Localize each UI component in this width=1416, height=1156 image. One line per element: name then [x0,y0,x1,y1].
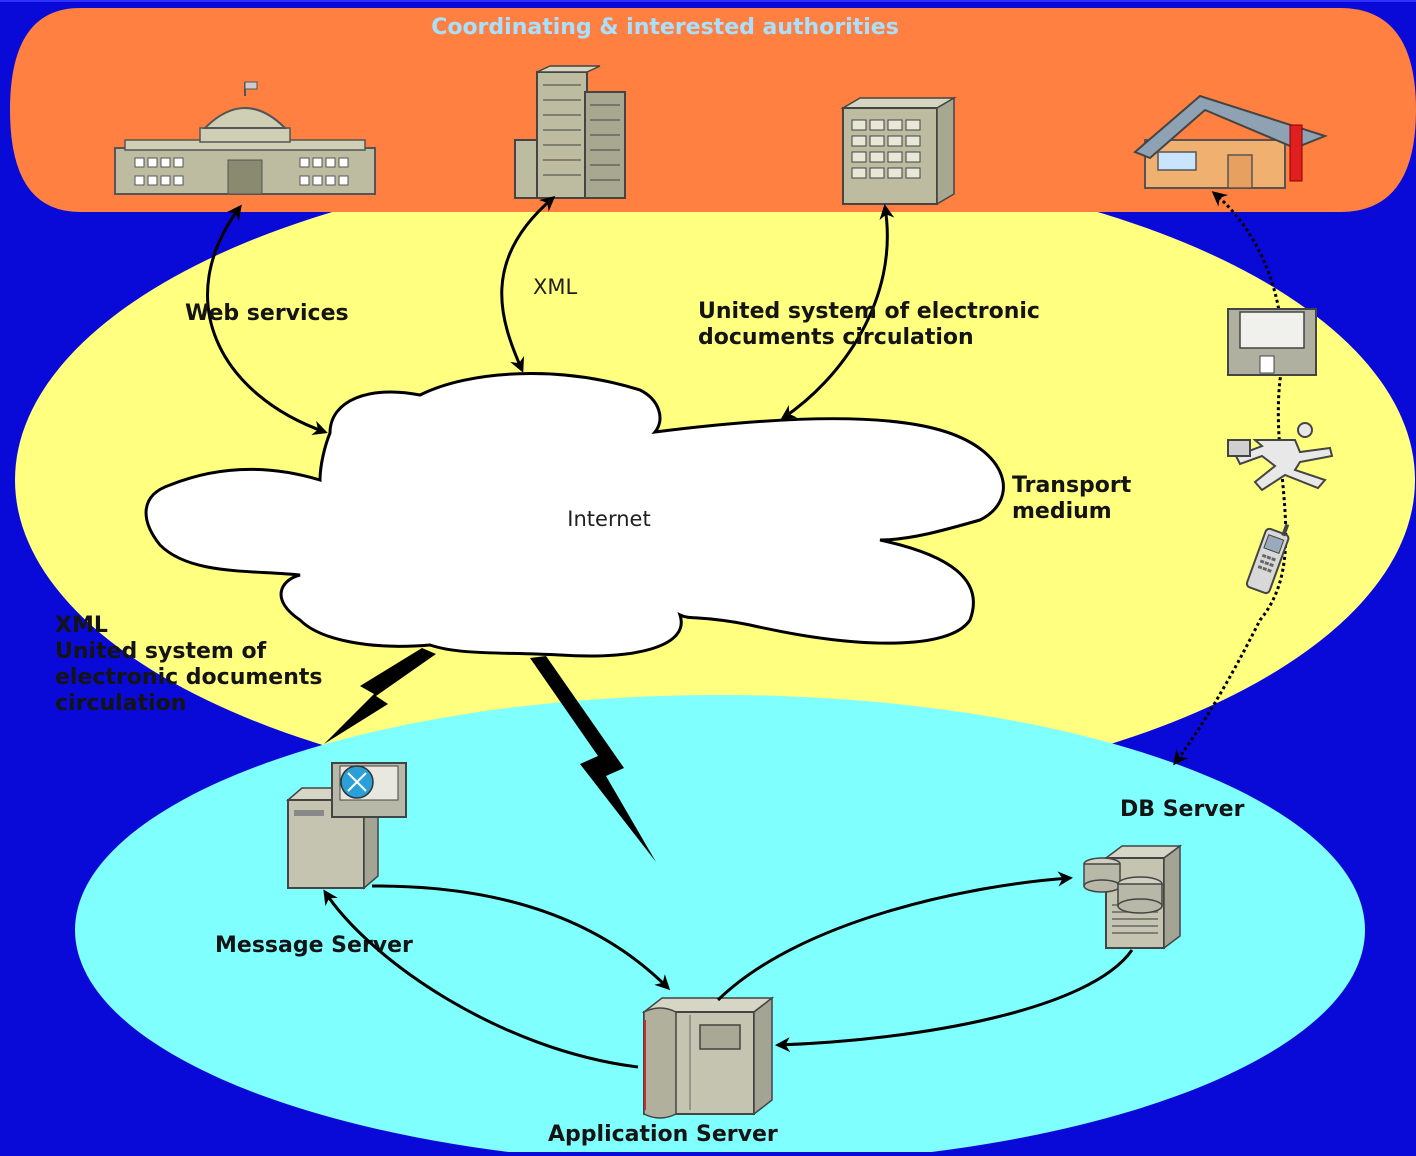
government-building-icon [114,81,376,195]
arrow-db-to-app [775,949,1134,1053]
xml-label-top: XML [533,275,578,299]
transport-medium-label-line2: medium [1012,499,1112,524]
left-label-line3: electronic documents [55,665,323,690]
message-server-label: Message Server [215,933,413,958]
application-server-icon [641,996,775,1119]
skyscraper-icon [514,65,626,199]
arrow-web-services [206,204,328,436]
authorities-title: Coordinating & interested authorities [431,15,899,40]
db-server-label: DB Server [1120,797,1245,822]
left-label-line2: United system of [55,639,267,664]
left-label-line4: circulation [55,691,186,716]
web-services-label: Web services [185,301,349,326]
db-server-icon [1083,844,1183,950]
application-server-label: Application Server [548,1122,778,1147]
lightning-icon-center [530,656,656,862]
running-man-icon [1227,422,1334,492]
left-label-line1: XML [55,613,108,638]
transport-medium-label-line1: Transport [1012,473,1132,498]
arrow-united-system [780,204,895,420]
floppy-disk-icon [1227,308,1317,376]
arrow-app-to-msg [323,889,639,1069]
message-server-icon [285,762,407,890]
arrow-msg-to-app [371,884,671,991]
internet-label: Internet [567,507,650,531]
arrow-xml [500,196,556,373]
internet-cloud [144,372,1005,658]
lightning-icon-left [324,648,436,744]
united-system-label-line2: documents circulation [698,325,974,350]
arrow-app-to-db [716,871,1073,1002]
office-building-icon [840,96,957,206]
united-system-label-line1: United system of electronic [698,299,1040,324]
mobile-phone-icon [1245,523,1290,595]
house-icon [1133,94,1328,189]
